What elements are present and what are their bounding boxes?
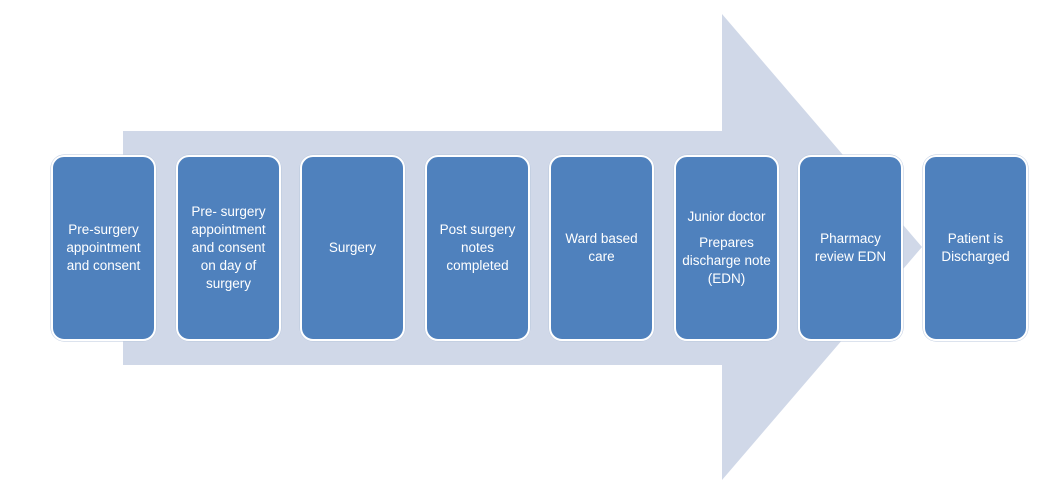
step-surgery: Surgery: [300, 155, 405, 341]
step-patient-discharged: Patient is Discharged: [923, 155, 1028, 341]
step-ward-based-care: Ward based care: [549, 155, 654, 341]
step-label: Pre-surgery appointment and consent: [66, 222, 141, 273]
step-label: Ward based care: [565, 231, 638, 264]
step-pre-surgery-day-of-surgery: Pre- surgery appointment and consent on …: [176, 155, 281, 341]
step-label-role: Junior doctor: [687, 209, 766, 224]
step-label: Patient is Discharged: [941, 231, 1010, 264]
step-label: Pre- surgery appointment and consent on …: [191, 204, 266, 291]
step-post-surgery-notes: Post surgery notes completed: [425, 155, 530, 341]
step-label: Pharmacy review EDN: [814, 231, 887, 264]
step-pre-surgery-appointment: Pre-surgery appointment and consent: [51, 155, 156, 341]
step-label: Post surgery notes completed: [439, 222, 516, 273]
step-junior-doctor-edn: Junior doctor Prepares discharge note (E…: [674, 155, 779, 341]
step-label: Surgery: [328, 240, 377, 255]
step-label: Prepares discharge note (EDN): [682, 235, 771, 286]
step-pharmacy-review: Pharmacy review EDN: [798, 155, 903, 341]
